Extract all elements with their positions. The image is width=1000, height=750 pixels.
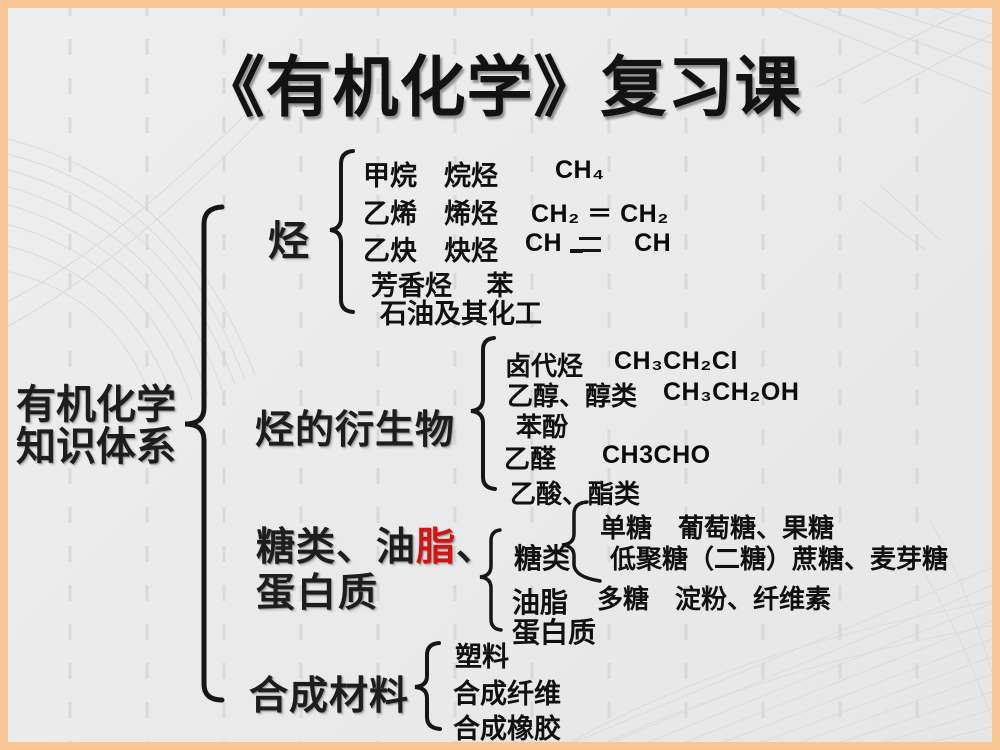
synthetic-item-fiber: 合成纤维: [453, 679, 561, 709]
formula-ethanol: CH₃CH₂OH: [663, 378, 800, 406]
brace-derivatives: [470, 336, 497, 491]
bio-label-black2: 、: [456, 526, 497, 569]
root-label: 有机化学 知识体系: [16, 384, 176, 468]
sugar-item-monosaccharide: 单糖 葡萄糖、果糖: [600, 513, 835, 543]
bio-label-red: 脂: [416, 526, 457, 569]
branch-derivatives-label: 烃的衍生物: [255, 409, 456, 452]
branch-biomolecules-label-line1: 糖类、油脂、: [256, 516, 496, 572]
brace-synthetic: [414, 641, 442, 731]
synthetic-item-plastic: 塑料: [455, 642, 509, 672]
derivative-item-ethanol: 乙醇、醇类: [507, 381, 638, 411]
triple-bond-glyph: [570, 232, 604, 256]
brace-root: [184, 204, 225, 703]
formula-acetaldehyde: CH3CHO: [602, 441, 711, 469]
formula-ethylene: CH₂ ＝ CH₂: [531, 200, 669, 228]
page-title: 《有机化学》复习课: [198, 50, 802, 124]
hydrocarbon-item-aromatic: 芳香烃 苯: [371, 271, 514, 301]
formula-acetylene-right: CH: [634, 229, 672, 257]
derivative-item-aceticacid: 乙酸、酯类: [510, 479, 641, 509]
bio-sugar-label: 糖类: [514, 543, 571, 574]
brace-hydrocarbon: [329, 149, 355, 314]
formula-methane: CH₄: [555, 156, 605, 184]
synthetic-item-rubber: 合成橡胶: [453, 714, 561, 744]
hydrocarbon-item-methane: 甲烷 烷烃: [363, 161, 498, 191]
sugar-item-oligosaccharide: 低聚糖（二糖）蔗糖、麦芽糖: [610, 544, 949, 574]
formula-chloroethane: CH₃CH₂Cl: [614, 347, 738, 375]
bio-label-black1: 糖类、油: [256, 526, 417, 569]
root-label-line2: 知识体系: [16, 425, 176, 469]
swirl-topleft: [8, 99, 271, 411]
branch-synthetic-label: 合成材料: [249, 675, 410, 718]
bio-fat-label: 油脂: [512, 587, 569, 618]
sugar-item-polysaccharide: 多糖 淀粉、纤维素: [597, 584, 832, 614]
derivative-item-haloalkane: 卤代烃: [505, 351, 584, 381]
formula-acetylene-left: CH: [525, 229, 563, 257]
hydrocarbon-item-petroleum: 石油及其化工: [380, 299, 542, 329]
hydrocarbon-item-ethylene: 乙烯 烯烃: [363, 199, 498, 229]
bio-protein-label: 蛋白质: [512, 617, 597, 648]
branch-biomolecules-label-line2: 蛋白质: [256, 572, 380, 615]
formula-acetylene: CH CH: [525, 229, 671, 258]
derivative-item-phenol: 苯酚: [516, 412, 569, 442]
root-label-line1: 有机化学: [16, 383, 176, 427]
branch-hydrocarbon-label: 烃: [268, 218, 309, 264]
derivative-item-acetaldehyde: 乙醛: [504, 444, 557, 474]
hydrocarbon-item-acetylene: 乙炔 炔烃: [363, 236, 498, 266]
